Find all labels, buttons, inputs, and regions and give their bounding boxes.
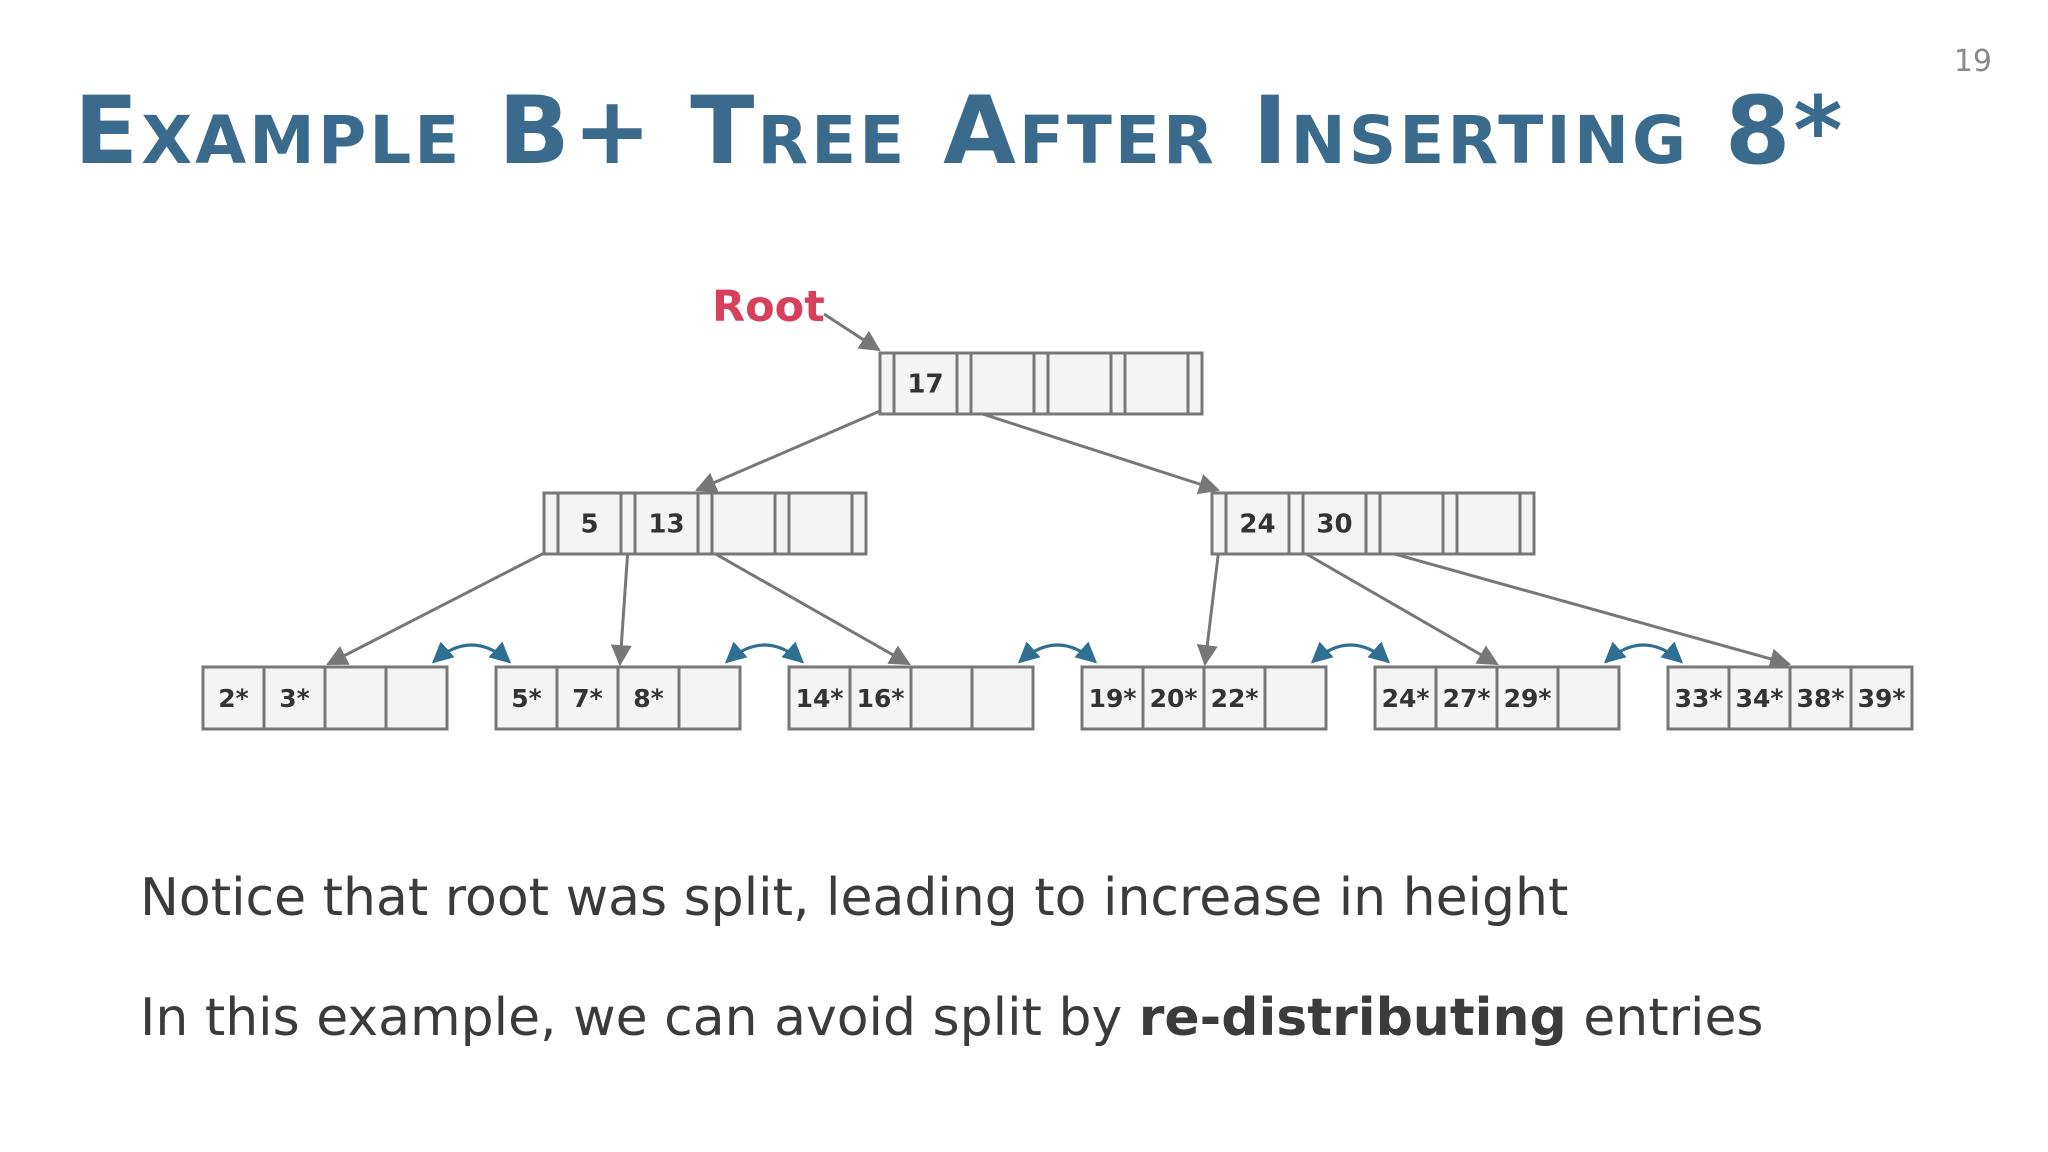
node-key: 30	[1316, 510, 1352, 540]
root-node: 17	[878, 351, 1204, 416]
leaf-cell	[970, 665, 1035, 731]
leaf-cell	[384, 665, 449, 731]
leaf-node-2: 5* 7* 8*	[494, 665, 742, 731]
leaf-node-1: 2* 3*	[201, 665, 449, 731]
root-label: Root	[712, 282, 825, 332]
page-number: 19	[1953, 44, 1992, 79]
leaf-cell	[555, 665, 620, 731]
note-redistribute-prefix: In this example, we can avoid split by	[140, 988, 1139, 1048]
leaf-node-3: 14* 16*	[787, 665, 1035, 731]
node-key: 17	[907, 370, 943, 400]
inner-2-to-leaf-4	[1196, 547, 1221, 667]
inner-1-to-leaf-2	[610, 547, 632, 667]
note-redistribute-bold: re-distributing	[1138, 988, 1567, 1048]
leaf-cell	[1788, 665, 1853, 731]
slide-title: Example B+ Tree After Inserting 8*	[74, 77, 1846, 186]
node-key: 5	[580, 510, 598, 540]
leaf-node-4: 19* 20* 22*	[1080, 665, 1328, 731]
leaf-entry: 29*	[1504, 684, 1552, 713]
sibling-link-3	[1017, 641, 1098, 664]
leaf-entry: 22*	[1211, 684, 1259, 713]
leaf-cell	[201, 665, 266, 731]
leaf-entry: 24*	[1382, 684, 1430, 713]
note-redistribute: In this example, we can avoid split by r…	[140, 988, 1764, 1048]
inner-1-to-leaf-3	[704, 546, 911, 666]
leaf-entry: 27*	[1443, 684, 1491, 713]
inner-node-2: 24 30	[1210, 491, 1536, 556]
leaf-entry: 16*	[857, 684, 905, 713]
leaf-cell	[323, 665, 388, 731]
root-node-box	[878, 351, 1204, 416]
note-redistribute-suffix: entries	[1566, 988, 1764, 1048]
leaf-cell	[1373, 665, 1438, 731]
leaf-entry: 14*	[796, 684, 844, 713]
inner-node-2-box	[1210, 491, 1536, 556]
leaf-cell	[1556, 665, 1621, 731]
leaf-cell	[848, 665, 913, 731]
tree-pointers	[326, 312, 1792, 670]
leaf-cell	[677, 665, 742, 731]
leaf-sibling-links	[431, 641, 1684, 664]
leaf-entry: 19*	[1089, 684, 1137, 713]
leaf-entry: 39*	[1858, 684, 1906, 713]
leaf-entry: 33*	[1675, 684, 1723, 713]
sibling-link-1	[431, 641, 512, 664]
inner-1-to-leaf-1	[326, 546, 555, 666]
leaf-entry: 34*	[1736, 684, 1784, 713]
leaf-entry: 38*	[1797, 684, 1845, 713]
inner-2-to-leaf-6	[1372, 546, 1792, 670]
node-key: 24	[1239, 510, 1275, 540]
leaf-node-6: 33* 34* 38* 39*	[1666, 665, 1914, 731]
leaf-entry: 8*	[633, 684, 663, 713]
sibling-link-2	[724, 641, 805, 664]
sibling-link-5	[1603, 641, 1684, 664]
leaf-entry: 3*	[279, 684, 309, 713]
leaf-entry: 2*	[218, 684, 248, 713]
note-root-split: Notice that root was split, leading to i…	[140, 868, 1569, 928]
leaf-entry: 5*	[511, 684, 541, 713]
inner-node-1: 5 13	[542, 491, 868, 556]
leaf-cell	[1202, 665, 1267, 731]
inner-node-1-box	[542, 491, 868, 556]
leaf-node-5: 24* 27* 29*	[1373, 665, 1621, 731]
leaf-cell	[1849, 665, 1914, 731]
sibling-link-4	[1310, 641, 1391, 664]
leaf-cell	[787, 665, 852, 731]
leaf-cell	[1263, 665, 1328, 731]
leaf-entry: 7*	[572, 684, 602, 713]
node-key: 13	[648, 510, 684, 540]
inner-2-to-leaf-5	[1295, 546, 1499, 666]
root-pointer-arrow	[823, 312, 881, 352]
root-to-inner-2	[963, 406, 1220, 495]
leaf-entry: 20*	[1150, 684, 1198, 713]
tree-nodes: 17 5 13 24 30 2* 3* 5* 7* 8* 14* 16* 19* 20* 22* 24* 27*…	[201, 351, 1914, 731]
root-to-inner-1	[695, 406, 888, 493]
leaf-cell	[1666, 665, 1731, 731]
leaf-cell	[1141, 665, 1206, 731]
leaf-cell	[494, 665, 559, 731]
leaf-cell	[909, 665, 974, 731]
